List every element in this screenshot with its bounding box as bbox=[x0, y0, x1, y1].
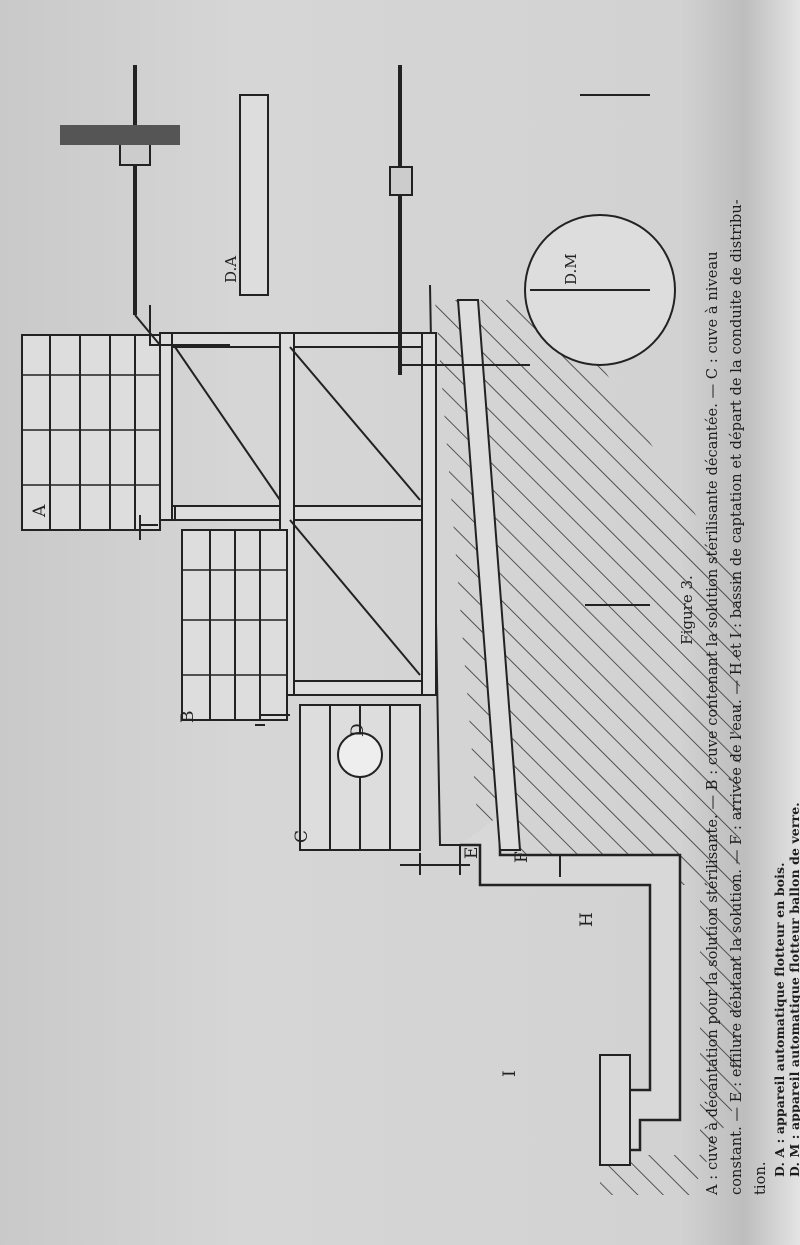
tank-b bbox=[181, 529, 288, 721]
caption-line: constant. — E : effilure débitant la sol… bbox=[729, 199, 745, 1195]
label-h: H bbox=[577, 912, 597, 927]
basin-h bbox=[460, 815, 682, 1152]
tap-b bbox=[255, 714, 290, 726]
pipe-f-elbow bbox=[545, 854, 561, 877]
tank-a bbox=[21, 334, 161, 531]
float-d bbox=[337, 732, 383, 778]
water-inlet-pipe-f bbox=[456, 299, 522, 851]
tap-e bbox=[400, 853, 470, 875]
label-da: D.A bbox=[222, 255, 240, 283]
legend-line: D. A : appareil automatique flotteur en … bbox=[772, 862, 787, 1177]
tank-c bbox=[299, 704, 421, 851]
label-f: F bbox=[512, 851, 532, 863]
label-e: E bbox=[462, 846, 482, 859]
detail-dm bbox=[389, 65, 676, 606]
label-c: C bbox=[292, 829, 312, 843]
label-b: B bbox=[178, 710, 198, 724]
label-a: A bbox=[30, 504, 50, 517]
label-dm: D.M bbox=[562, 253, 580, 285]
figure-title: Figure 3. bbox=[678, 575, 696, 645]
tap-a bbox=[139, 515, 158, 540]
label-i: I bbox=[500, 1070, 520, 1077]
legend-line: D. M : appareil automatique flotteur bal… bbox=[787, 802, 800, 1177]
outlet-pipe-i bbox=[599, 1054, 631, 1166]
caption-line: tion. bbox=[753, 1161, 769, 1195]
detail-da bbox=[60, 65, 269, 346]
caption-line: A : cuve à décantation pour la solution … bbox=[705, 251, 721, 1195]
ground-hatching bbox=[435, 300, 740, 1195]
label-d: D bbox=[348, 723, 368, 737]
